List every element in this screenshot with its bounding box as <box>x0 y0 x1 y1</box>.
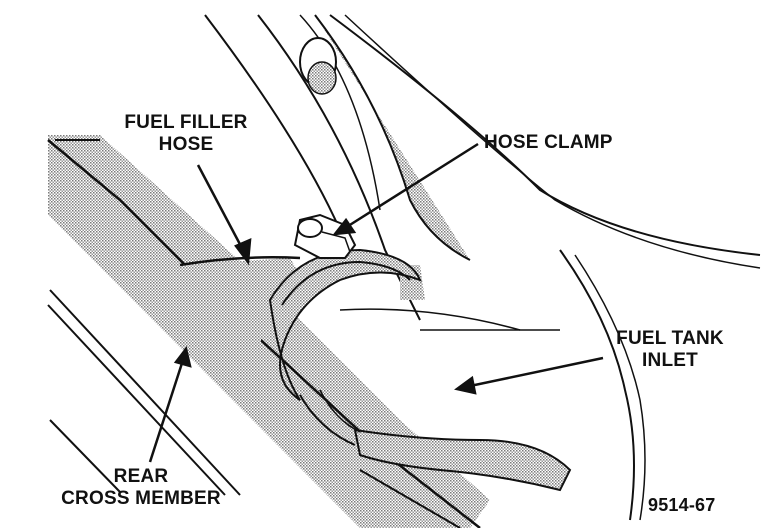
hose-clamp-label: HOSE CLAMP <box>484 132 613 153</box>
figure-code: 9514-67 <box>648 495 716 515</box>
body-panel-shape <box>204 14 761 321</box>
rear-cross-member-label-line1: REAR <box>113 466 169 487</box>
tank-inlet-arrowhead <box>454 375 477 395</box>
fuel-tank-inlet-label-line2: INLET <box>642 350 698 371</box>
hose-clamp-arrowhead <box>332 217 357 236</box>
fuel-filler-hose-label: FUEL FILLER HOSE <box>124 112 248 156</box>
fuel-tank-inlet-label: FUEL TANK INLET <box>610 328 730 372</box>
cross-member-arrowhead <box>173 346 192 368</box>
fuel-tank-inlet-shape <box>339 249 646 521</box>
fuel-tank-inlet-label-line1: FUEL TANK <box>616 328 724 349</box>
fuel-filler-hose-label-line2: HOSE <box>158 134 214 155</box>
rear-cross-member-label-line2: CROSS MEMBER <box>61 488 221 509</box>
leader-arrows <box>148 142 604 463</box>
rear-cross-member-shape <box>47 135 490 528</box>
hose-clamp-shape <box>268 213 422 446</box>
rear-cross-member-label: REAR CROSS MEMBER <box>56 466 226 510</box>
filler-hose-arrowhead <box>234 238 252 266</box>
fuel-filler-hose-label-line1: FUEL FILLER <box>124 112 248 133</box>
fuel-filler-hose-shape <box>179 256 572 492</box>
